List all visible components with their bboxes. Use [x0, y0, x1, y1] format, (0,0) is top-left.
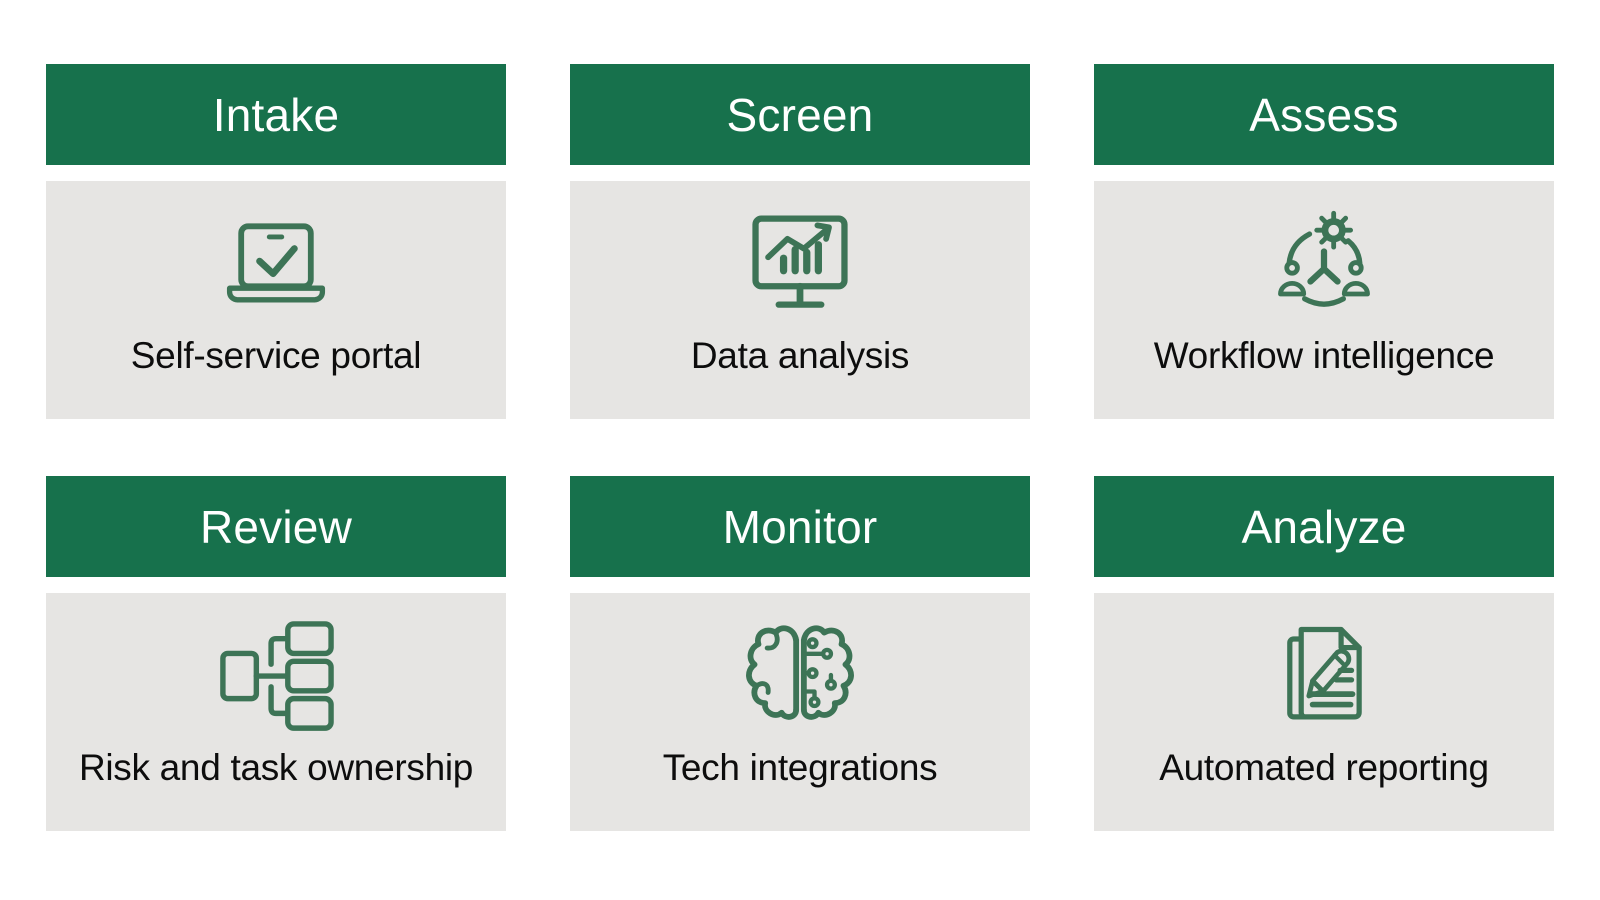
card-body: Data analysis — [570, 181, 1030, 419]
process-cards-grid: Intake Self-service portal Screen — [46, 64, 1554, 831]
card-label: Self-service portal — [130, 335, 422, 376]
card-label: Automated reporting — [1159, 747, 1489, 788]
card-label: Tech integrations — [662, 747, 938, 788]
card-intake: Intake Self-service portal — [46, 64, 506, 419]
monitor-chart-icon — [752, 215, 848, 308]
card-review: Review Risk and task ownership — [46, 476, 506, 831]
card-assess: Assess — [1094, 64, 1554, 419]
circuit-brain-icon — [746, 625, 854, 720]
card-header: Review — [46, 476, 506, 577]
card-header: Analyze — [1094, 476, 1554, 577]
card-body: Tech integrations — [570, 593, 1030, 831]
card-title: Analyze — [1241, 500, 1407, 553]
card-title: Intake — [212, 88, 340, 141]
card-body: Self-service portal — [46, 181, 506, 419]
laptop-check-icon — [226, 223, 326, 303]
card-screen: Screen Data analysis — [570, 64, 1030, 419]
card-label: Data analysis — [690, 335, 910, 376]
card-body: Automated reporting — [1094, 593, 1554, 831]
card-body: Workflow intelligence — [1094, 181, 1554, 419]
card-header: Intake — [46, 64, 506, 165]
card-header: Monitor — [570, 476, 1030, 577]
card-header: Assess — [1094, 64, 1554, 165]
card-analyze: Analyze — [1094, 476, 1554, 831]
card-title: Review — [199, 500, 353, 553]
card-monitor: Monitor — [570, 476, 1030, 831]
card-label: Risk and task ownership — [78, 747, 474, 788]
hierarchy-icon — [220, 621, 334, 731]
card-title: Screen — [726, 88, 874, 141]
card-body: Risk and task ownership — [46, 593, 506, 831]
card-header: Screen — [570, 64, 1030, 165]
card-title: Assess — [1249, 88, 1399, 141]
card-title: Monitor — [722, 500, 878, 553]
card-label: Workflow intelligence — [1153, 335, 1495, 376]
workflow-gear-people-icon — [1278, 210, 1370, 307]
document-pencil-icon — [1287, 626, 1362, 720]
